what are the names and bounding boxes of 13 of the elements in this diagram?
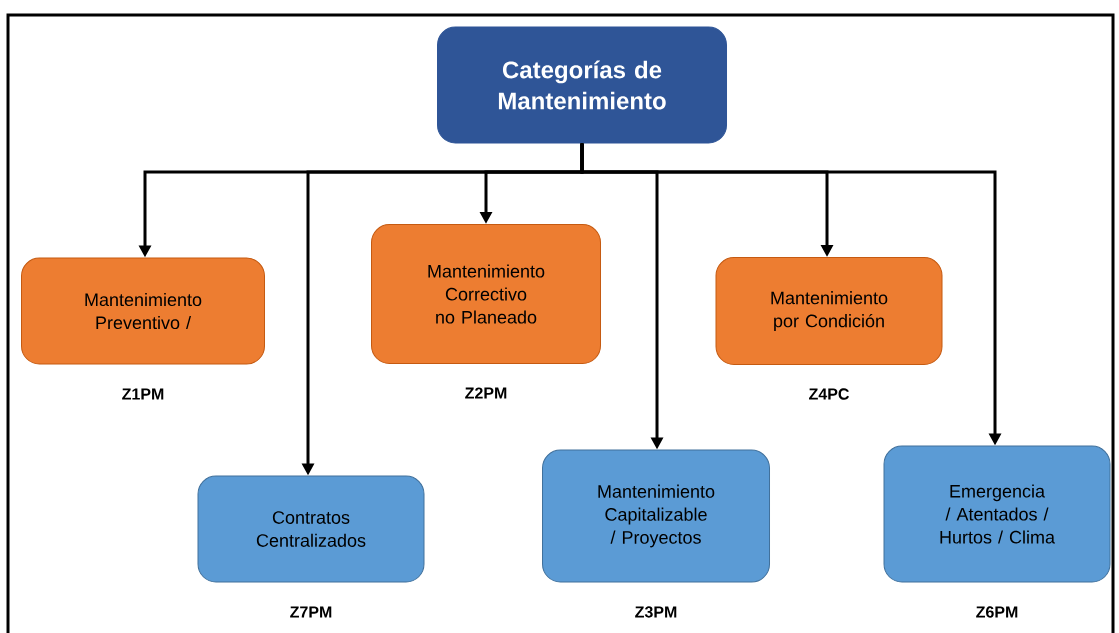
code-label: Z7PM <box>290 606 332 618</box>
code-label: Z3PM <box>635 606 677 618</box>
code-label: Z1PM <box>122 388 164 400</box>
title-box: Categorías de Mantenimiento <box>437 26 727 144</box>
category-box: Contratos Centralizados <box>197 475 425 583</box>
category-box: Emergencia / Atentados / Hurtos / Clima <box>883 445 1111 583</box>
code-label: Z2PM <box>465 387 507 399</box>
category-box: Mantenimiento Correctivo no Planeado <box>371 224 601 364</box>
category-box: Mantenimiento Preventivo / <box>21 257 265 365</box>
category-box: Mantenimiento Capitalizable / Proyectos <box>542 449 770 583</box>
code-label: Z4PC <box>809 388 849 400</box>
code-label: Z6PM <box>976 606 1018 618</box>
category-box: Mantenimiento por Condición <box>715 257 943 365</box>
